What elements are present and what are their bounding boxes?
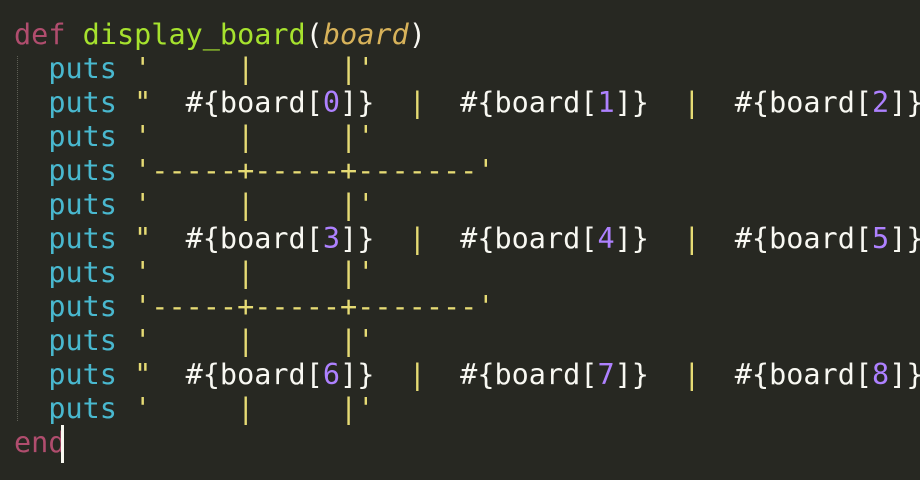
code-token: ": [116, 222, 152, 255]
code-token: board: [322, 18, 409, 51]
code-token: #{board[: [151, 222, 323, 255]
code-token: (: [305, 18, 323, 51]
code-token: puts: [14, 86, 117, 119]
code-token: ]}: [614, 358, 649, 391]
code-token: |: [648, 358, 735, 391]
code-token: ': [477, 154, 495, 187]
code-token: ': [116, 52, 152, 85]
code-line-2[interactable]: puts ' | |': [14, 52, 374, 86]
code-token: | |: [151, 188, 358, 221]
code-token: |: [374, 222, 461, 255]
code-token: ]}: [340, 86, 375, 119]
code-line-13[interactable]: end: [14, 426, 65, 460]
code-token: puts: [14, 358, 117, 391]
code-token: ]}: [614, 222, 649, 255]
code-token: -----+-----+-------: [151, 154, 478, 187]
code-token: ): [408, 18, 426, 51]
code-token: ': [357, 188, 375, 221]
code-token: puts: [14, 188, 117, 221]
code-token: | |: [151, 324, 358, 357]
code-token: 2: [872, 86, 890, 119]
code-token: -----+-----+-------: [151, 290, 478, 323]
code-token: puts: [14, 222, 117, 255]
code-token: ]}: [614, 86, 649, 119]
code-token: ': [357, 392, 375, 425]
code-token: puts: [14, 290, 117, 323]
code-token: ": [116, 358, 152, 391]
code-token: 0: [322, 86, 341, 119]
code-token: #{board[: [734, 222, 873, 255]
code-token: #{board[: [734, 358, 873, 391]
code-token: end: [14, 426, 66, 459]
code-line-11[interactable]: puts " #{board[6]} | #{board[7]} | #{boa…: [14, 358, 920, 392]
code-token: ': [116, 120, 152, 153]
code-line-8[interactable]: puts ' | |': [14, 256, 374, 290]
code-line-3[interactable]: puts " #{board[0]} | #{board[1]} | #{boa…: [14, 86, 920, 120]
code-token: def: [14, 18, 66, 51]
code-token: |: [374, 86, 461, 119]
code-token: ': [116, 290, 152, 323]
code-token: | |: [151, 256, 358, 289]
code-token: ]}: [340, 222, 375, 255]
code-line-5[interactable]: puts '-----+-----+-------': [14, 154, 494, 188]
indent-guide: [17, 56, 18, 421]
code-line-10[interactable]: puts ' | |': [14, 324, 374, 358]
code-line-12[interactable]: puts ' | |': [14, 392, 374, 426]
code-token: |: [648, 86, 735, 119]
code-token: ]}: [889, 222, 920, 255]
code-token: ': [477, 290, 495, 323]
code-line-4[interactable]: puts ' | |': [14, 120, 374, 154]
code-token: ': [357, 52, 375, 85]
code-token: 5: [872, 222, 890, 255]
code-token: puts: [14, 256, 117, 289]
code-token: |: [648, 222, 735, 255]
code-token: | |: [151, 52, 358, 85]
code-token: ': [357, 120, 375, 153]
code-token: #{board[: [151, 86, 323, 119]
code-token: ': [116, 324, 152, 357]
code-token: | |: [151, 392, 358, 425]
code-token: 8: [872, 358, 890, 391]
code-token: ]}: [889, 86, 920, 119]
code-token: ]}: [889, 358, 920, 391]
code-token: ': [116, 154, 152, 187]
code-line-6[interactable]: puts ' | |': [14, 188, 374, 222]
code-token: display_board: [82, 18, 306, 51]
code-token: puts: [14, 324, 117, 357]
code-token: puts: [14, 392, 117, 425]
code-token: puts: [14, 120, 117, 153]
code-token: ": [116, 86, 152, 119]
code-token: 6: [322, 358, 341, 391]
code-token: 1: [597, 86, 615, 119]
code-token: puts: [14, 154, 117, 187]
code-token: |: [374, 358, 461, 391]
code-token: #{board[: [734, 86, 873, 119]
code-token: #{board[: [460, 222, 598, 255]
code-token: puts: [14, 52, 117, 85]
code-token: #{board[: [460, 358, 598, 391]
code-token: [65, 18, 82, 51]
code-token: ': [357, 256, 375, 289]
code-token: 3: [322, 222, 341, 255]
code-line-9[interactable]: puts '-----+-----+-------': [14, 290, 494, 324]
code-token: ': [357, 324, 375, 357]
code-token: ': [116, 188, 152, 221]
code-line-1[interactable]: def display_board(board): [14, 18, 426, 52]
code-token: ]}: [340, 358, 375, 391]
code-token: 4: [597, 222, 615, 255]
code-token: 7: [597, 358, 615, 391]
code-token: ': [116, 256, 152, 289]
code-line-7[interactable]: puts " #{board[3]} | #{board[4]} | #{boa…: [14, 222, 920, 256]
code-token: | |: [151, 120, 358, 153]
text-cursor: [61, 425, 64, 463]
code-token: #{board[: [460, 86, 598, 119]
code-token: #{board[: [151, 358, 323, 391]
code-token: ': [116, 392, 152, 425]
